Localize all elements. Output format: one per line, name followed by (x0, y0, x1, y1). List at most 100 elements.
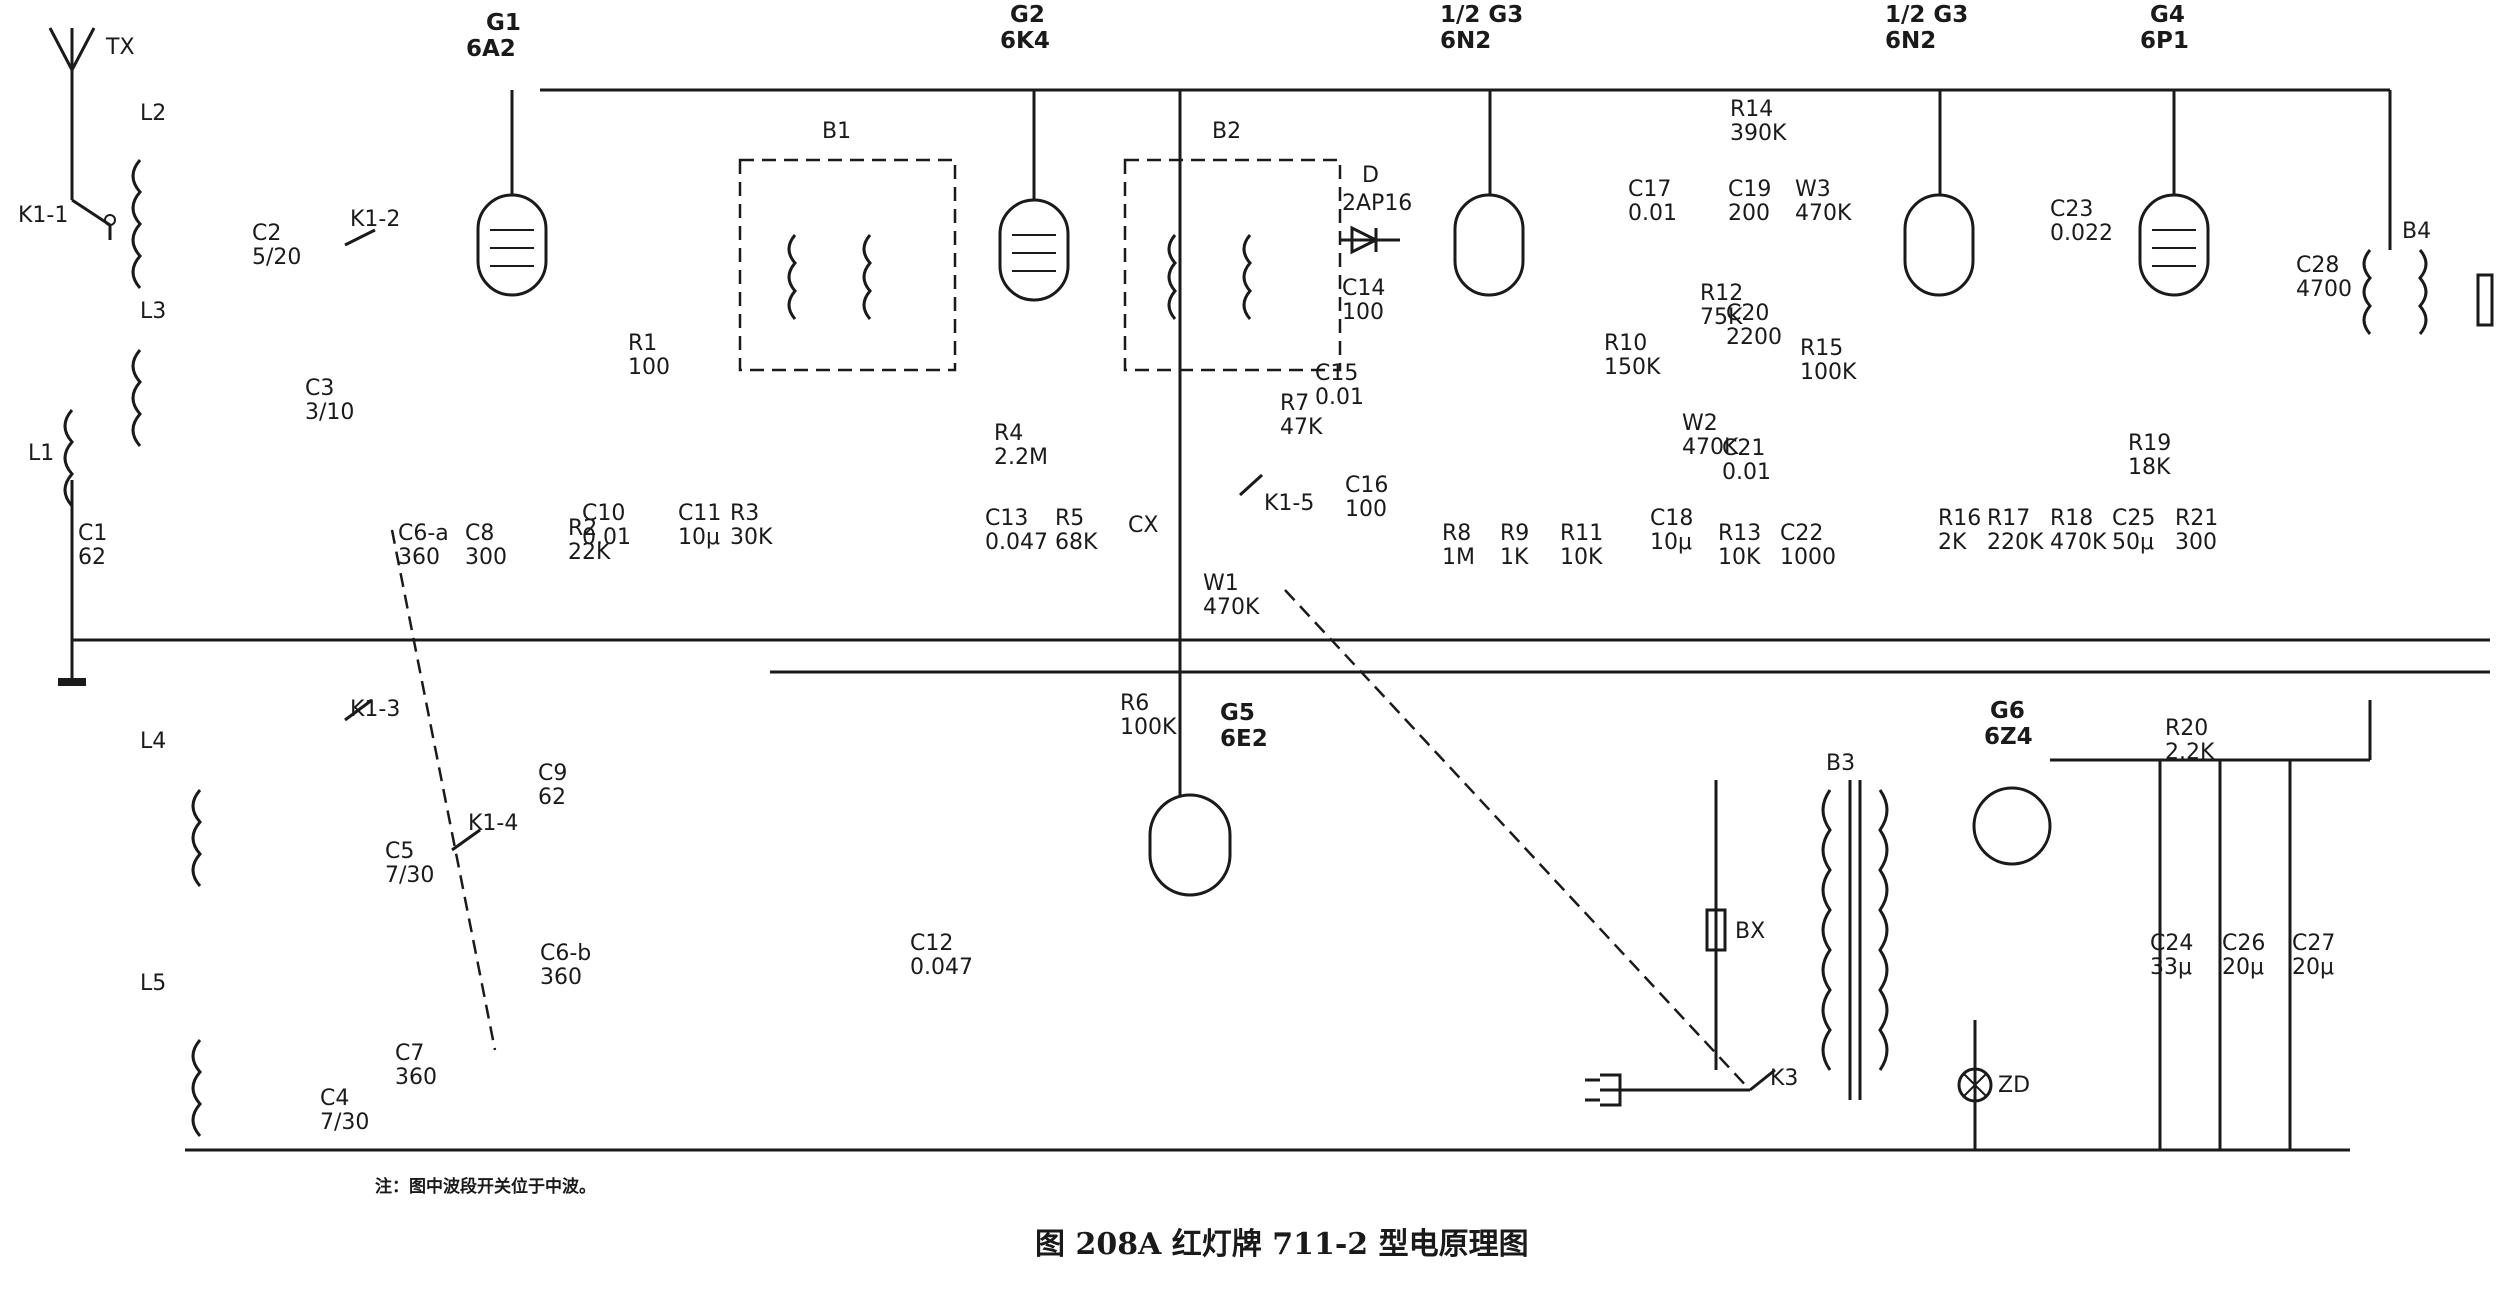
c3-value: 3/10 (305, 400, 354, 425)
r19-ref: R19 (2128, 431, 2171, 456)
r11-value: 10K (1560, 545, 1603, 570)
c24-value: 33μ (2150, 955, 2192, 980)
rails (58, 88, 2490, 1152)
c15-ref: C15 (1315, 361, 1358, 386)
c8-ref: C8 (465, 521, 494, 546)
c23-value: 0.022 (2050, 221, 2113, 246)
bx-label: BX (1735, 919, 1765, 944)
l4-label: L4 (140, 729, 166, 754)
c4-value: 7/30 (320, 1110, 369, 1135)
r4-value: 2.2M (994, 445, 1048, 470)
r19-value: 18K (2128, 455, 2171, 480)
r15-ref: R15 (1800, 336, 1843, 361)
k1-3-label: K1-3 (350, 697, 400, 722)
coil-l2: L2 (131, 101, 166, 289)
r5-value: 68K (1055, 530, 1098, 555)
tube-g5: G5 6E2 (1148, 90, 1268, 897)
g1-name: G1 (486, 10, 521, 36)
b3-label: B3 (1826, 751, 1855, 776)
c1-ref: C1 (78, 521, 107, 546)
r17-ref: R17 (1987, 506, 2030, 531)
g3b-type: 6N2 (1885, 28, 1936, 54)
r15-value: 100K (1800, 360, 1857, 385)
c28-value: 4700 (2296, 277, 2352, 302)
c3-ref: C3 (305, 376, 334, 401)
output-transformer-b4: B4 (2362, 90, 2494, 335)
r13-ref: R13 (1718, 521, 1761, 546)
r14-ref: R14 (1730, 97, 1773, 122)
r6-value: 100K (1120, 715, 1177, 740)
k3-label: K3 (1770, 1066, 1798, 1091)
c19-ref: C19 (1728, 177, 1771, 202)
c25-value: 50μ (2112, 530, 2154, 555)
r17-value: 220K (1987, 530, 2044, 555)
c22-ref: C22 (1780, 521, 1823, 546)
c17-ref: C17 (1628, 177, 1671, 202)
component-labels: C162C25/20C33/10C47/30C57/30C6-a360C6-b3… (78, 97, 2352, 1135)
w1-ref: W1 (1203, 571, 1239, 596)
g3a-name: 1/2 G3 (1440, 2, 1523, 28)
coil-l1: L1 (28, 409, 74, 507)
c6-b-ref: C6-b (540, 941, 591, 966)
volume-link (1284, 589, 1751, 1091)
c10-value: 0.01 (582, 525, 631, 550)
gang-capacitor-link (390, 529, 497, 1051)
g6-name: G6 (1990, 698, 2025, 724)
tube-g2: G2 6K4 (998, 2, 1070, 302)
r2-ref: R2 (568, 516, 597, 541)
c14-ref: C14 (1342, 276, 1385, 301)
switch-k1-1: K1-1 (18, 198, 116, 240)
g4-type: 6P1 (2140, 28, 2189, 54)
l1-label: L1 (28, 441, 54, 466)
c18-ref: C18 (1650, 506, 1693, 531)
l3-label: L3 (140, 299, 166, 324)
r21-ref: R21 (2175, 506, 2218, 531)
switch-k1-2: K1-2 (344, 207, 400, 247)
c20-value: 2200 (1726, 325, 1782, 350)
tube-g4: G4 6P1 (2138, 2, 2210, 297)
c26-value: 20μ (2222, 955, 2264, 980)
l2-label: L2 (140, 101, 166, 126)
c6-b-value: 360 (540, 965, 582, 990)
c2-ref: C2 (252, 221, 281, 246)
antenna: TX (48, 27, 135, 200)
g2-type: 6K4 (1000, 28, 1050, 54)
c5-ref: C5 (385, 839, 414, 864)
r7-value: 47K (1280, 415, 1323, 440)
r10-value: 150K (1604, 355, 1661, 380)
r9-ref: R9 (1500, 521, 1529, 546)
k1-1-label: K1-1 (18, 203, 68, 228)
detector-diode: D 2AP16 (1340, 163, 1412, 255)
c21-ref: C21 (1722, 436, 1765, 461)
c6-a-ref: C6-a (398, 521, 449, 546)
tube-g3b: 1/2 G3 6N2 (1885, 2, 1975, 297)
c21-value: 0.01 (1722, 460, 1771, 485)
g5-type: 6E2 (1220, 726, 1268, 752)
g6-type: 6Z4 (1984, 724, 2033, 750)
r16-value: 2K (1938, 530, 1967, 555)
r16-ref: R16 (1938, 506, 1981, 531)
coil-l5: L5 (140, 971, 202, 1137)
r2-value: 22K (568, 540, 611, 565)
c25-ref: C25 (2112, 506, 2155, 531)
c27-ref: C27 (2292, 931, 2335, 956)
w2-ref: W2 (1682, 411, 1718, 436)
cx-label: CX (1128, 513, 1158, 538)
r21-value: 300 (2175, 530, 2217, 555)
diagram-caption: 图 208A 红灯牌 711-2 型电原理图 (1035, 1227, 1529, 1262)
r3-ref: R3 (730, 501, 759, 526)
r8-value: 1M (1442, 545, 1475, 570)
r8-ref: R8 (1442, 521, 1471, 546)
k1-2-label: K1-2 (350, 207, 400, 232)
r13-value: 10K (1718, 545, 1761, 570)
w3-ref: W3 (1795, 177, 1831, 202)
g2-name: G2 (1010, 2, 1045, 28)
pilot-lamp-zd: ZD (1957, 1020, 2030, 1150)
c9-ref: C9 (538, 761, 567, 786)
c2-value: 5/20 (252, 245, 301, 270)
c27-value: 20μ (2292, 955, 2334, 980)
r11-ref: R11 (1560, 521, 1603, 546)
g1-type: 6A2 (466, 36, 516, 62)
r20-value: 2.2K (2165, 740, 2215, 765)
c5-value: 7/30 (385, 863, 434, 888)
